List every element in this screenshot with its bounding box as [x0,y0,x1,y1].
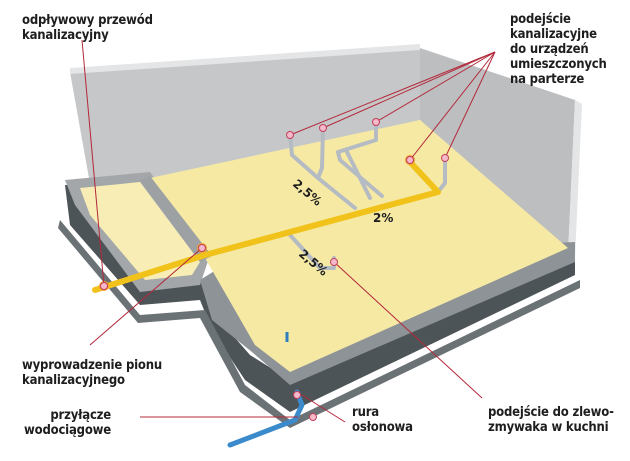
sewer-main-pipe [92,159,441,293]
markers [100,118,449,421]
label-line: wyprowadzenie pionu [22,358,163,373]
floor-main [150,120,568,372]
label-line: zmywaka w kuchni [488,420,609,435]
back-wall-left [70,48,420,212]
slope-main-pipe: 2% [373,211,393,225]
label-line: podejście do zlewo- [488,405,614,420]
label-fixture-connections: podejście kanalizacyjne do urządzeń umie… [510,12,607,87]
label-line: przyłącze [50,408,112,423]
back-wall-right [420,48,575,255]
foundation-base [65,185,575,412]
leader-lines [81,39,496,423]
label-line: na parterze [510,72,585,87]
label-water-connection: przyłącze wodociągowe [24,408,111,438]
label-line: kanalizacyjny [22,28,109,43]
label-line: do urządzeń [510,42,589,57]
label-line: umieszczonych [510,57,607,72]
label-sink-connection: podejście do zlewo- zmywaka w kuchni [488,405,614,435]
floor-small-room [80,182,200,280]
label-line: kanalizacyjne [510,27,597,42]
label-line: osłonowa [352,420,413,435]
label-stack-outlet: wyprowadzenie pionu kanalizacyjnego [22,358,162,388]
label-line: wodociągowe [24,423,112,438]
label-sleeve-pipe: rura osłonowa [352,405,413,435]
back-wall-right-edge [568,100,582,258]
label-drain-pipe: odpływowy przewód kanalizacyjny [22,13,153,43]
water-pipe [227,389,305,448]
back-wall-top-edge [70,44,420,74]
label-line: podejście [510,12,571,27]
label-line: kanalizacyjnego [22,373,125,388]
label-line: odpływowy przewód [22,13,153,28]
partition-wall [140,176,212,262]
label-line: rura [352,405,379,420]
